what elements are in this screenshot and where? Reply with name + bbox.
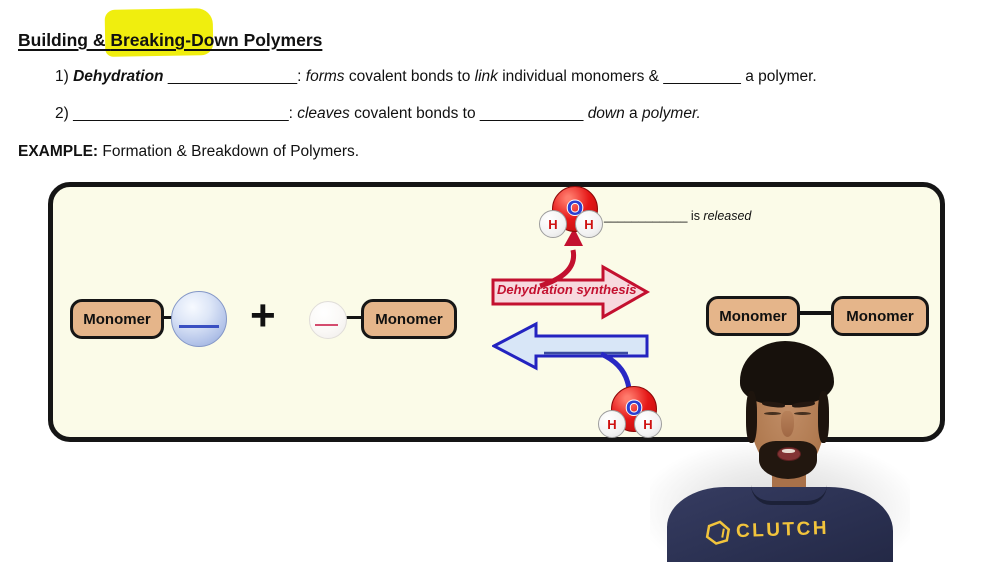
item1-blank2: _________ [663,68,741,85]
page-title: Building & Breaking-Down Polymers [18,30,322,51]
hydroxyl-sphere-icon [171,291,227,347]
note-line-dehydration: 1) Dehydration _______________: forms co… [55,68,817,86]
instructor-eye [794,412,811,415]
item1-term: Dehydration [73,68,168,85]
released-is: is [687,209,704,223]
item2-blank2: ____________ [479,105,584,122]
monomer-label: Monomer [719,307,787,325]
instructor-shirt: CLUTCH [667,487,893,562]
item1-forms: forms [305,68,345,85]
released-blank: ____________ [604,209,688,223]
instructor-sideburn [746,391,757,443]
hydrogen-label: H [548,216,558,232]
shirt-collar [751,485,827,505]
item1-text3: a polymer. [740,68,817,85]
hydrogen-atom-icon: H [598,410,626,438]
hydrolysis-reverse-arrow-icon [492,321,649,371]
title-highlighted-text: Breaking-Dow [110,30,229,50]
hydroxyl-blank-line [179,325,219,328]
clutch-hexagon-icon [705,520,731,545]
monomer-label: Monomer [83,310,151,328]
hydrogen-atom-icon: H [575,210,603,238]
example-label: EXAMPLE: [18,143,99,160]
dehydration-forward-arrow-icon [491,264,651,320]
item1-number: 1) [55,68,74,85]
item2-text1: covalent bonds to [349,105,480,122]
instructor-webcam: CLUTCH [650,341,910,562]
item2-cleaves: cleaves [297,105,350,122]
instructor-eye [764,412,781,415]
monomer-box-right1: Monomer [706,296,800,336]
instructor-hair [740,341,834,405]
water-molecule-released-icon: O H H [539,186,611,238]
released-word: released [703,209,752,223]
instructor-mouth [777,447,801,461]
plus-sign: + [250,291,276,340]
item1-blank1: _______________ [167,68,298,85]
shirt-brand-print: CLUTCH [705,516,830,546]
instructor-nose [781,411,794,437]
hydrogen-label: H [607,416,617,432]
item1-text2: individual monomers & [497,68,664,85]
bond-line [155,316,175,319]
item2-down: down [587,105,625,122]
item2-number: 2) [55,105,74,122]
hydrogen-atom-icon: H [634,410,662,438]
monomer-label: Monomer [846,307,914,325]
note-line-hydrolysis: 2) _________________________: cleaves co… [55,105,701,123]
monomer-box-left1: Monomer [70,299,164,339]
example-heading: EXAMPLE: Formation & Breakdown of Polyme… [18,143,359,161]
instructor-teeth [782,449,795,453]
water-molecule-input-icon: O H H [598,386,670,438]
hydrogen-sphere-icon [309,301,347,339]
monomer-box-left2: Monomer [361,299,457,339]
hydrogen-blank-line [315,324,338,326]
monomer-box-right2: Monomer [831,296,929,336]
released-caption: ____________ is released [604,209,751,223]
item2-polymer: polymer. [641,105,701,122]
item1-text1: covalent bonds to [344,68,475,85]
water-release-curved-arrow-icon [539,228,583,289]
title-pre: Building & [18,30,111,50]
item2-text2: a [624,105,642,122]
shirt-brand-text: CLUTCH [735,517,830,543]
item2-blank1: _________________________ [73,105,289,122]
bond-line [791,311,834,315]
example-text: Formation & Breakdown of Polymers. [98,143,360,160]
item1-link: link [474,68,498,85]
bond-line [342,316,365,319]
item1-colon: : [297,68,306,85]
dehydration-arrow-label: Dehydration synthesis [497,282,637,297]
title-post: n Polymers [228,30,323,50]
hydrogen-atom-icon: H [539,210,567,238]
item2-colon: : [288,105,298,122]
monomer-label: Monomer [375,310,443,328]
hydrogen-label: H [584,216,594,232]
instructor-sideburn [818,391,829,443]
hydrogen-label: H [643,416,653,432]
